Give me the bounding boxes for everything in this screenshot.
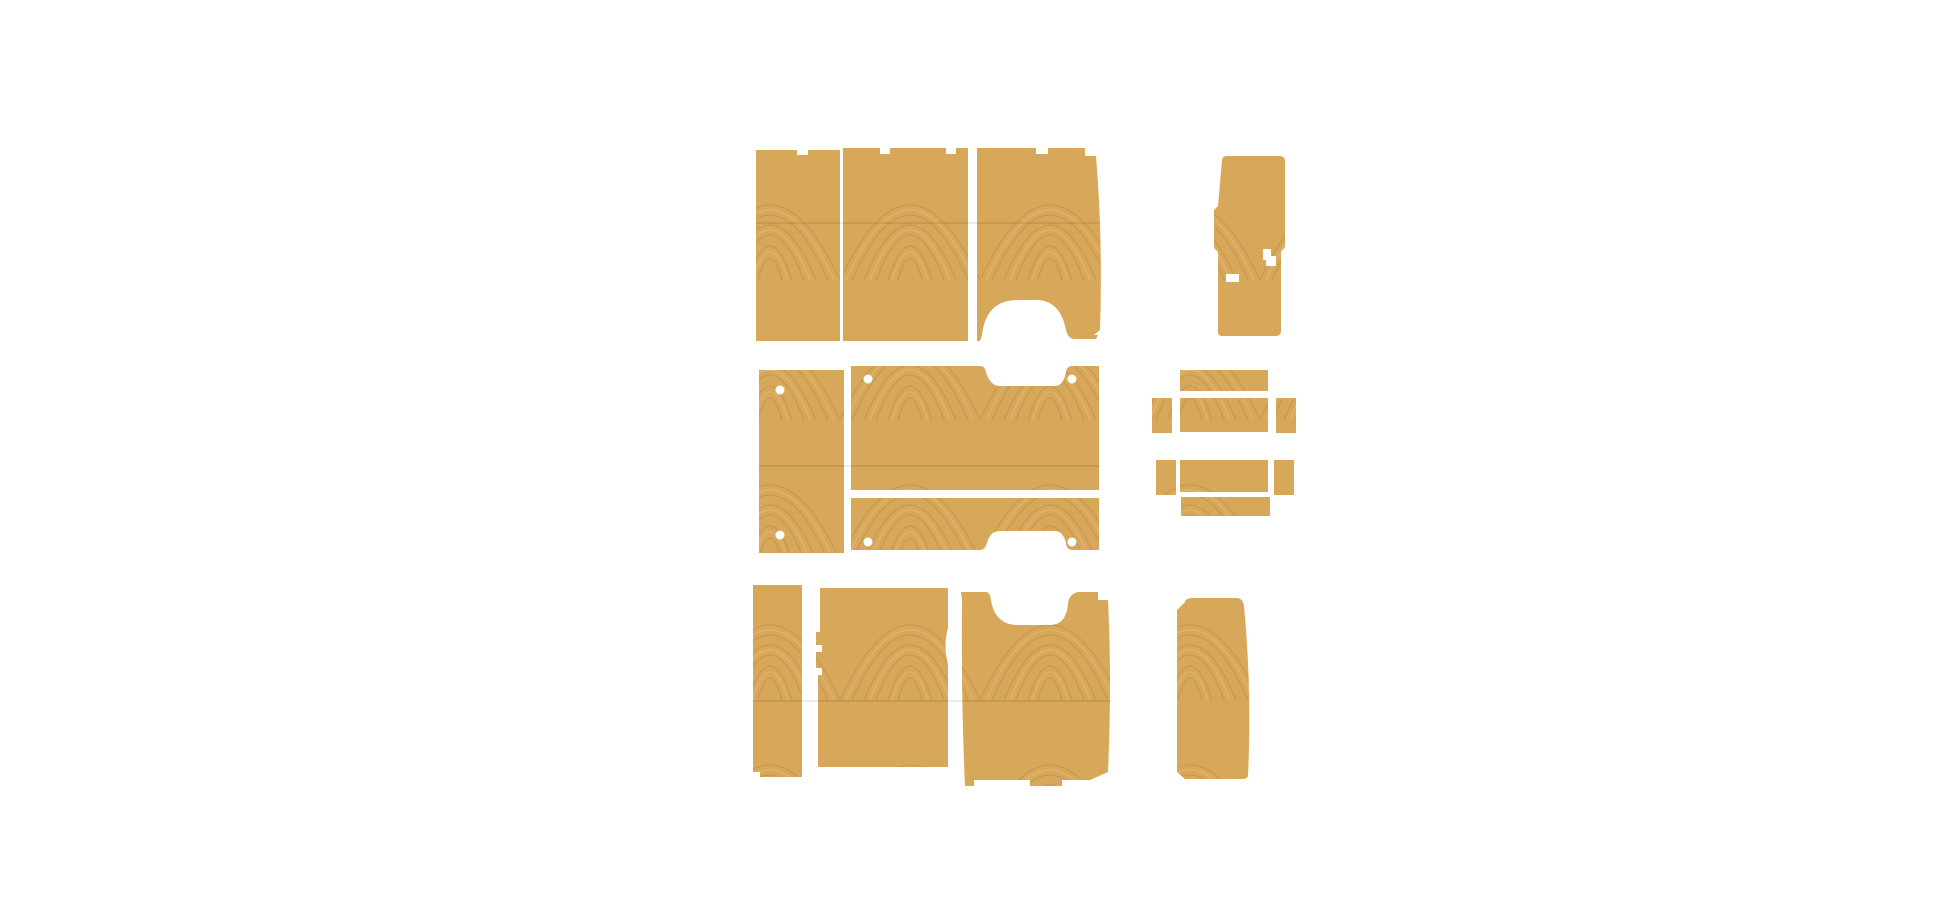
bottom-center-panel (816, 588, 948, 767)
joint-shade-top-row (756, 222, 1101, 224)
slot-right-top-panel-right (1263, 249, 1276, 266)
small-part-top-bar (1180, 370, 1268, 391)
hole-middle-strip-left (863, 537, 873, 547)
small-part-center-block-2 (1180, 460, 1268, 492)
small-part-bottom-bar (1181, 497, 1270, 516)
top-center-panel (843, 148, 968, 341)
hole-middle-large-left (863, 374, 873, 384)
right-top-tall-panel (1214, 156, 1285, 336)
middle-large-panel (851, 366, 1099, 490)
middle-left-panel (759, 370, 844, 553)
hole-middle-strip-right (1067, 537, 1077, 547)
small-part-right-block-2 (1274, 460, 1294, 495)
middle-strip-panel (851, 498, 1099, 550)
hole-middle-left-bottom (775, 530, 785, 540)
hole-middle-left-top (775, 385, 785, 395)
small-part-right-block-1 (1276, 398, 1296, 433)
small-part-left-block-1 (1152, 398, 1172, 433)
bottom-right-panel (961, 592, 1110, 786)
joint-shade-bottom-row (753, 700, 1111, 702)
small-part-left-block-2 (1156, 460, 1176, 495)
top-left-panel (756, 150, 840, 341)
bottom-left-strip (753, 585, 802, 777)
top-right-panel (977, 148, 1101, 341)
hole-middle-large-right (1067, 374, 1077, 384)
joint-shade-middle-row (759, 465, 1099, 467)
right-bottom-tall-panel (1177, 598, 1250, 779)
small-part-center-block-1 (1180, 398, 1268, 432)
slot-right-top-panel-left (1226, 274, 1239, 282)
